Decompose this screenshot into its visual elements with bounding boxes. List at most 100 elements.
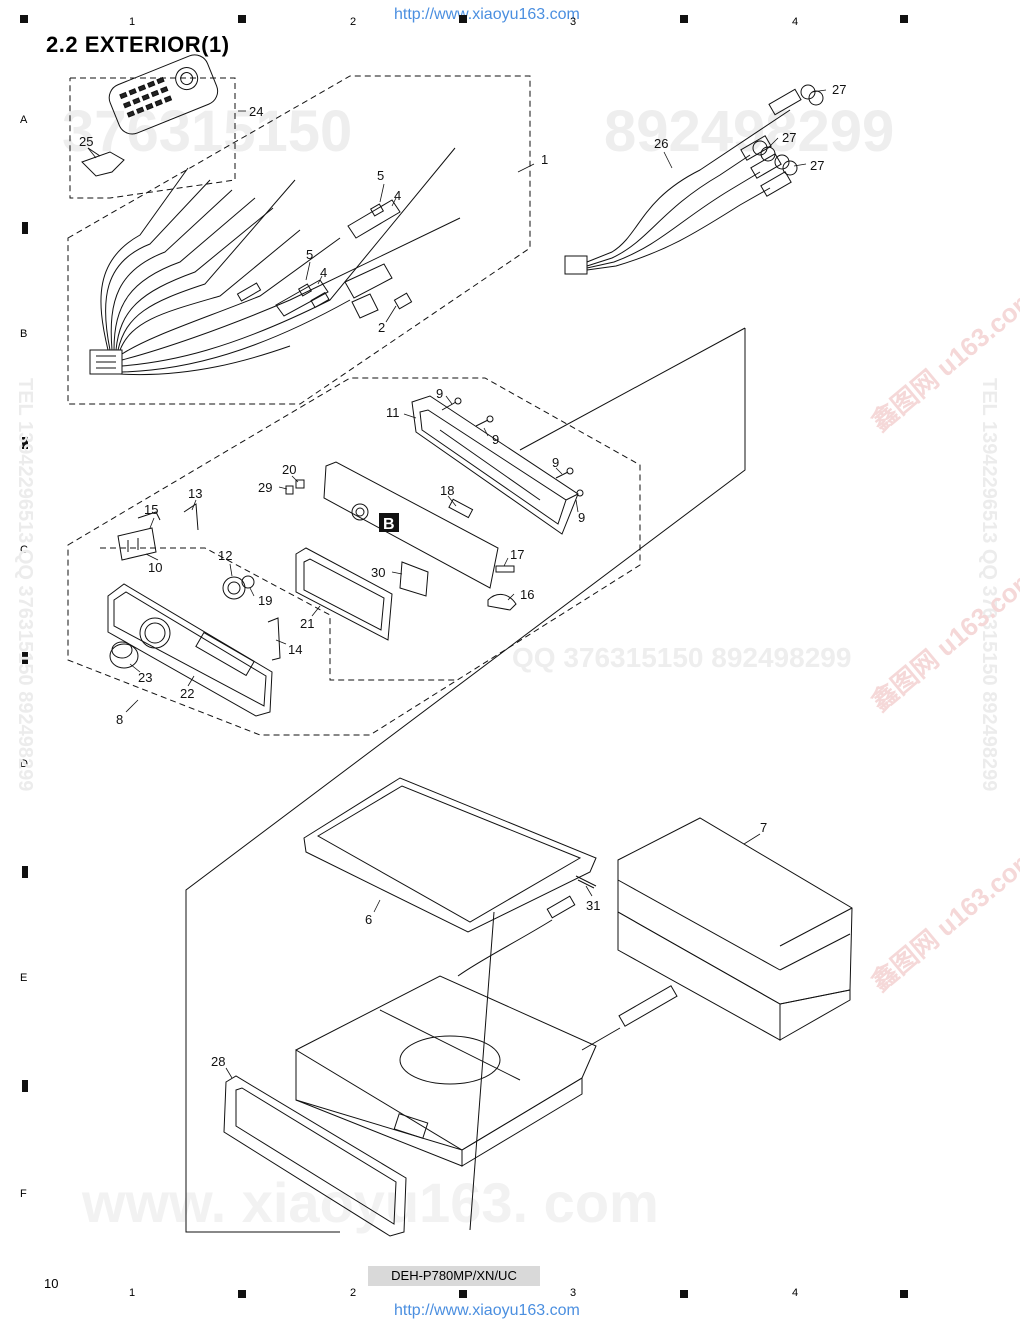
ruler-tick [22, 866, 28, 878]
section-title: 2.2 EXTERIOR(1) [46, 32, 230, 57]
callout-25: 25 [79, 134, 93, 149]
part-29-drawing [285, 485, 294, 495]
harness-group-outline [67, 75, 531, 405]
fuse-holder-upper [347, 199, 401, 239]
callout-labels: 24 25 1 5 4 5 4 2 26 27 27 27 9 11 9 9 9… [79, 82, 846, 1069]
callout-27: 27 [810, 158, 824, 173]
relay-block-drawing [344, 263, 413, 319]
harness-wire [117, 179, 296, 351]
callout-5: 5 [306, 247, 313, 262]
callout-23: 23 [138, 670, 152, 685]
ruler-tick [238, 1290, 246, 1298]
harness-wire [115, 207, 274, 351]
harness-wire [105, 179, 211, 351]
watermark-phone-2: 892498299 [604, 99, 895, 164]
harness-wire [119, 229, 301, 351]
model-label: DEH-P780MP/XN/UC [368, 1266, 540, 1286]
display-module-drawing [295, 547, 393, 641]
harness-wire [121, 237, 341, 355]
ruler-tick [20, 15, 28, 23]
callout-15: 15 [144, 502, 158, 517]
callout-17: 17 [510, 547, 524, 562]
display-group-outline [100, 547, 455, 681]
remote-control-drawing [108, 54, 219, 135]
remote-holder-drawing [81, 151, 125, 177]
ruler-col-1-bottom: 1 [129, 1287, 136, 1299]
rca-cable-drawing [564, 84, 824, 275]
escutcheon-drawing [223, 1075, 407, 1237]
callout-20: 20 [282, 462, 296, 477]
callout-27: 27 [782, 130, 796, 145]
callout-31: 31 [586, 898, 600, 913]
callout-28: 28 [211, 1054, 225, 1069]
ruler-row-c: C [20, 544, 28, 556]
ruler-tick [459, 15, 467, 23]
ruler-row-a: A [20, 114, 28, 126]
callout-8: 8 [116, 712, 123, 727]
screw-31-drawing [577, 879, 595, 889]
callout-29: 29 [258, 480, 272, 495]
ruler-row-b: B [20, 328, 28, 340]
top-cover-drawing [303, 777, 597, 933]
knob-drawing [109, 641, 139, 669]
callout-14: 14 [288, 642, 302, 657]
callout-9: 9 [436, 386, 443, 401]
ruler-col-3-bottom: 3 [570, 1287, 577, 1299]
ruler-col-4-bottom: 4 [792, 1287, 799, 1299]
harness-connector-drawing [89, 349, 123, 375]
ruler-col-2-bottom: 2 [350, 1287, 357, 1299]
antenna-plug-drawing [457, 895, 678, 1051]
watermark-phone-1: 376315150 [62, 99, 353, 164]
callout-5: 5 [377, 168, 384, 183]
callout-19: 19 [258, 593, 272, 608]
ruler-tick [22, 222, 28, 234]
callout-4: 4 [320, 265, 327, 280]
ruler-col-2: 2 [350, 16, 357, 28]
callout-2: 2 [378, 320, 385, 335]
ref-b-box [379, 513, 399, 532]
guide-line [469, 911, 495, 1231]
callout-24: 24 [249, 104, 263, 119]
watermark-qq-line: QQ 376315150 892498299 [512, 642, 852, 673]
callout-21: 21 [300, 616, 314, 631]
ruler-tick [22, 652, 28, 664]
chassis-drawing [295, 975, 597, 1167]
callout-30: 30 [371, 565, 385, 580]
watermark-url-bottom: http://www.xiaoyu163.com [394, 1302, 580, 1319]
frame-diagonal [519, 327, 746, 451]
ruler-tick [900, 15, 908, 23]
front-panel-group-outline [67, 377, 641, 736]
ruler-row-e: E [20, 972, 28, 984]
callout-18: 18 [440, 483, 454, 498]
callout-4: 4 [394, 188, 401, 203]
harness-wire [121, 217, 461, 361]
harness-wire [119, 345, 291, 376]
ref-b-label: B [383, 516, 395, 533]
front-panel-drawing [107, 583, 273, 717]
callout-9: 9 [552, 455, 559, 470]
callout-27: 27 [832, 82, 846, 97]
callout-9: 9 [578, 510, 585, 525]
leader-lines [87, 89, 827, 1079]
callout-10: 10 [148, 560, 162, 575]
chassis-frame-lines [185, 328, 746, 1233]
ruler-tick [900, 1290, 908, 1298]
shield-drawing [399, 561, 429, 597]
ruler-col-4: 4 [792, 16, 799, 28]
callout-13: 13 [188, 486, 202, 501]
ruler-row-d: D [20, 758, 28, 770]
harness-wire [100, 167, 189, 351]
callout-12: 12 [218, 548, 232, 563]
callout-6: 6 [365, 912, 372, 927]
fuse-holder-lower [275, 279, 329, 317]
watermark-url-top: http://www.xiaoyu163.com [394, 6, 580, 23]
ruler-tick [22, 437, 28, 449]
screws-drawing [441, 397, 584, 501]
harness-wire [121, 299, 351, 373]
harness-wire [110, 189, 233, 351]
ruler-row-f: F [20, 1188, 27, 1200]
ruler-col-1: 1 [129, 16, 136, 28]
callout-22: 22 [180, 686, 194, 701]
part-20-drawing [295, 479, 305, 489]
